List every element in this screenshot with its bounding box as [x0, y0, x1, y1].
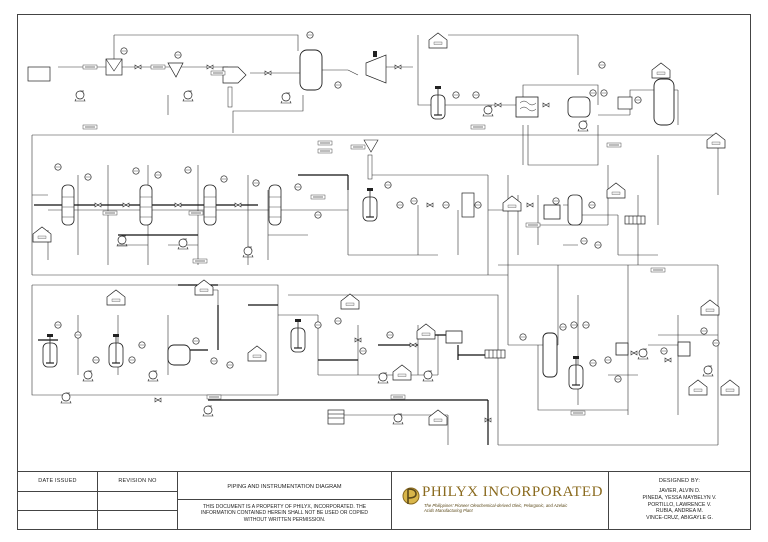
designer-name: RUBIA, ANDREA M. [656, 508, 703, 515]
equipment-symbols [27, 32, 740, 426]
main-process-lines [34, 174, 498, 445]
company-tagline: The Philippines' Pioneer Oleochemical-de… [424, 503, 568, 513]
designer-list: JAVIER, ALVIN D. PINEDA, YESSA MAYBELYN … [609, 488, 750, 522]
company-name: PHILYX INCORPORATED [422, 484, 603, 500]
pid-drawing-area [27, 31, 740, 446]
ownership-disclaimer: THIS DOCUMENT IS A PROPERTY OF PHILYX, I… [200, 504, 369, 523]
process-lines [31, 34, 719, 446]
date-issued-label: DATE ISSUED [38, 478, 77, 484]
philyx-logo-icon [402, 487, 420, 505]
revision-cell: REVISION NO [98, 472, 178, 529]
drawing-sheet: DATE ISSUED REVISION NO PIPING AND INSTR… [17, 14, 751, 530]
designed-by-label: DESIGNED BY: [658, 478, 701, 484]
instrument-bubbles [54, 31, 720, 383]
date-issued-cell: DATE ISSUED [18, 472, 98, 529]
company-logo-cell: PHILYX INCORPORATED The Philippines' Pio… [392, 472, 609, 529]
designer-name: PINEDA, YESSA MAYBELYN V. [642, 494, 717, 501]
designer-name: PORTILLO, LAWRENCE V. [647, 501, 712, 508]
title-block: DATE ISSUED REVISION NO PIPING AND INSTR… [18, 471, 750, 530]
document-title-cell: PIPING AND INSTRUMENTATION DIAGRAM THIS … [178, 472, 392, 529]
designer-name: VINCE-CRUZ, ABIGAYLE G. [646, 515, 713, 522]
diagram-title: PIPING AND INSTRUMENTATION DIAGRAM [227, 484, 342, 490]
designer-name: JAVIER, ALVIN D. [658, 488, 701, 494]
revision-label: REVISION NO [118, 478, 157, 484]
designers-cell: DESIGNED BY: JAVIER, ALVIN D. PINEDA, YE… [609, 472, 750, 529]
